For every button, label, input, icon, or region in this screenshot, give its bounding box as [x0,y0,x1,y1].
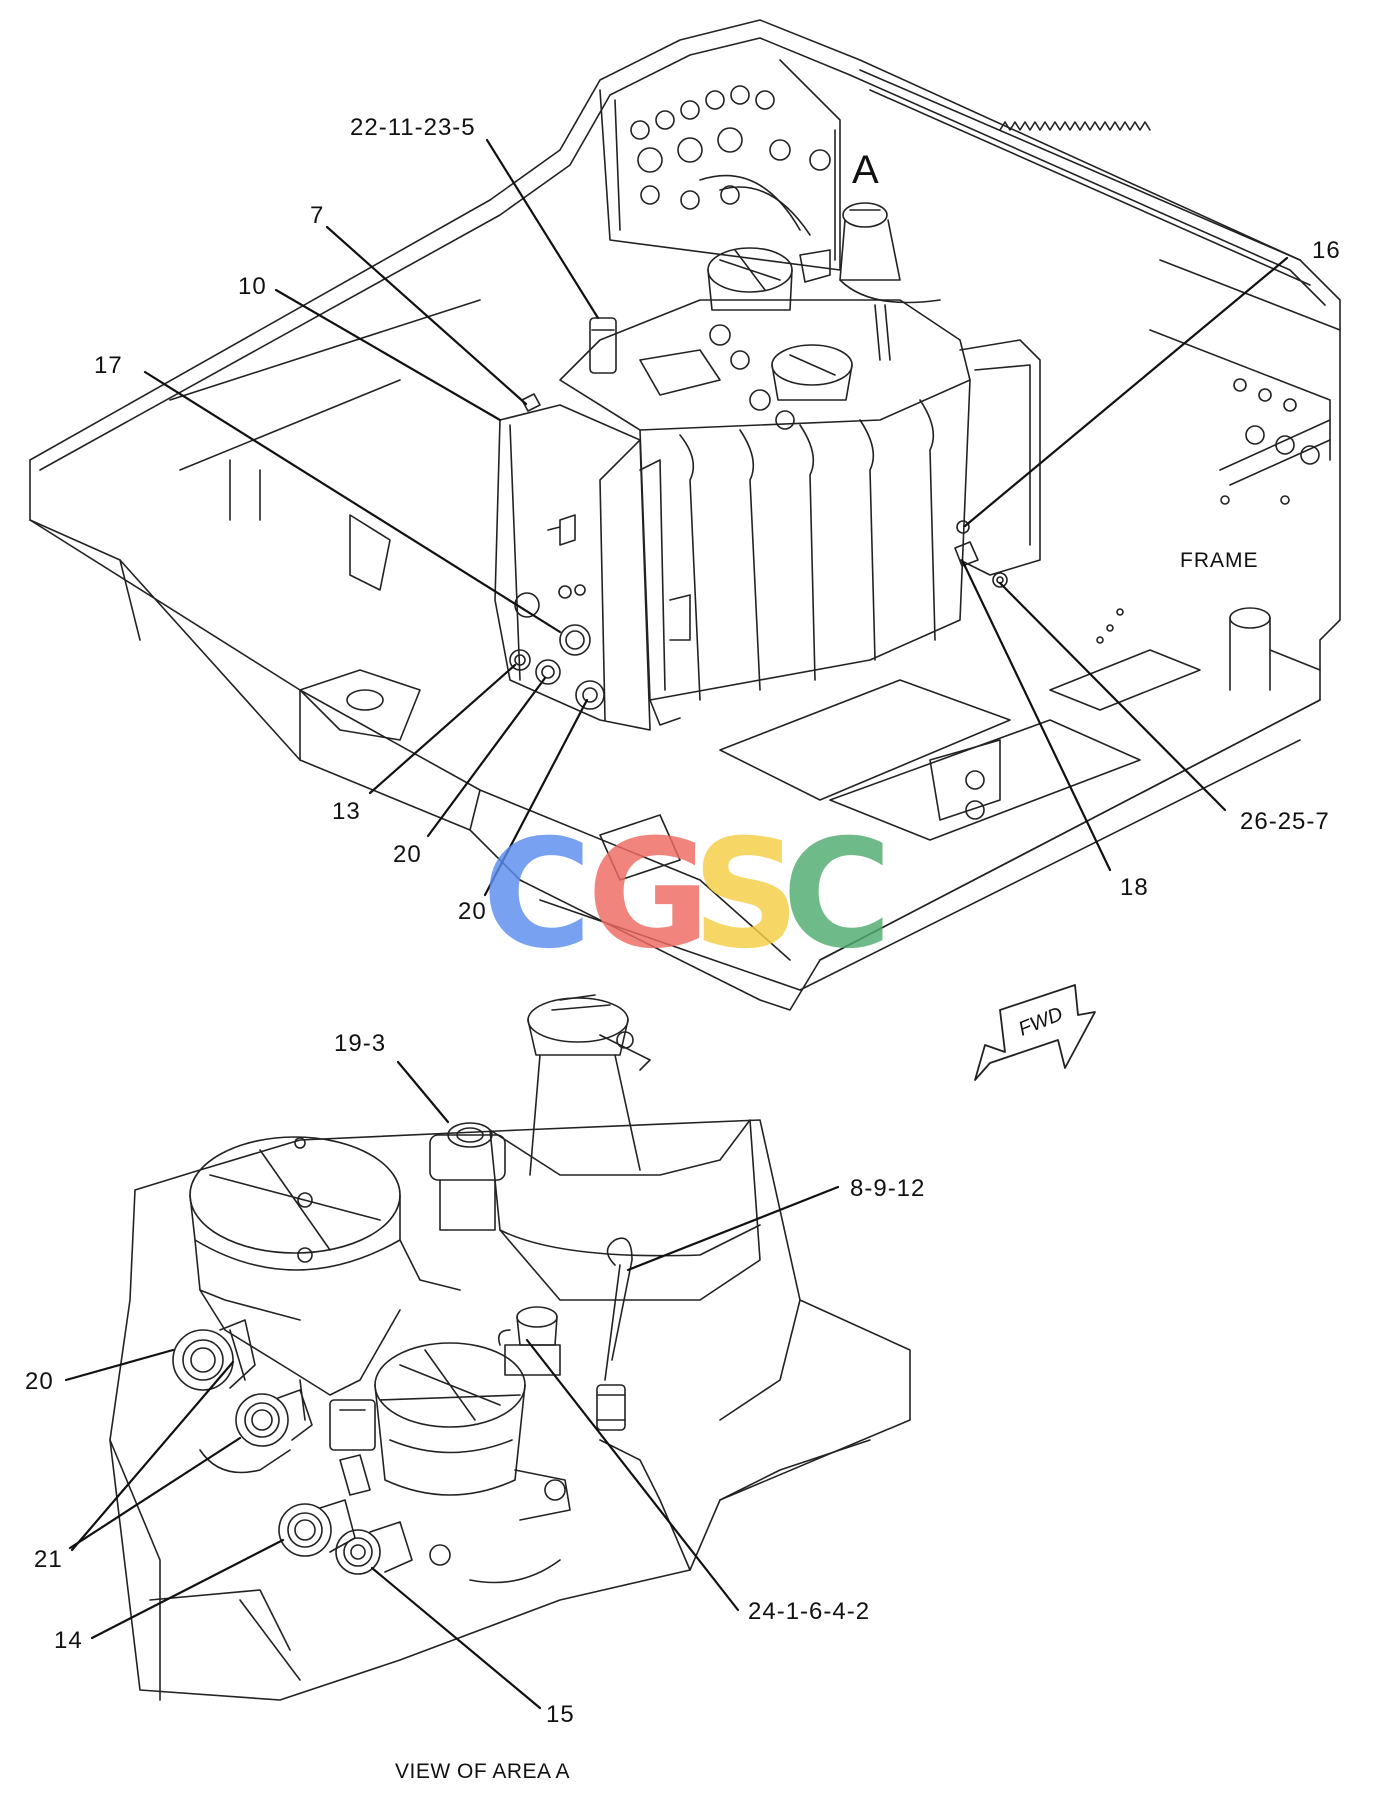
callout-16: 16 [1312,237,1341,264]
watermark: C G S C [482,820,902,980]
hydraulic-tank [494,202,1041,731]
callout-20-a: 20 [393,841,422,868]
forward-arrow-text: FWD [1016,1003,1066,1040]
callout-7: 7 [310,202,325,229]
callout-10: 10 [238,273,267,300]
callout-8-9-12: 8-9-12 [850,1175,926,1202]
watermark-letter: G [587,808,710,982]
callout-17: 17 [94,352,123,379]
callout-26-25-7: 26-25-7 [1240,808,1330,835]
forward-arrow-icon [974,984,1096,1081]
svg-text:FWD: FWD [1016,1003,1066,1040]
callout-20-b: 20 [458,898,487,925]
leader-lines [64,138,1289,1710]
callout-15: 15 [546,1701,575,1728]
view-caption: VIEW OF AREA A [395,1760,571,1783]
callout-20-c: 20 [25,1368,54,1395]
frame-label: FRAME [1180,549,1259,572]
callout-19-3: 19-3 [334,1030,387,1057]
area-a-detail-view [109,994,911,1701]
area-a-marker: A [852,148,879,192]
watermark-letter: C [482,808,592,982]
watermark-letter: C [782,808,892,982]
callout-18: 18 [1120,874,1149,901]
callout-24-1-6-4-2: 24-1-6-4-2 [748,1598,871,1625]
callout-14: 14 [54,1627,83,1654]
callout-21: 21 [34,1546,63,1573]
callout-13: 13 [332,798,361,825]
watermark-letter: S [692,808,800,982]
callout-22-11-23-5: 22-11-23-5 [350,114,476,141]
